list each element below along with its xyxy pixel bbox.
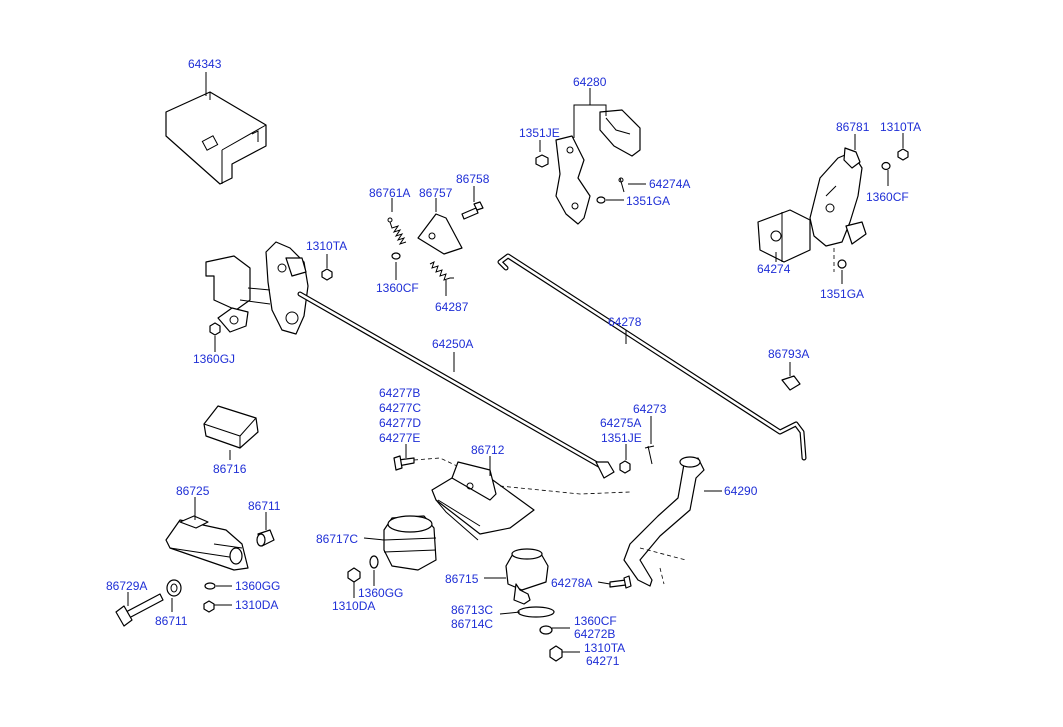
pin-64274a — [618, 177, 625, 193]
label-86793a[interactable]: 86793A — [768, 347, 809, 361]
label-64278[interactable]: 64278 — [608, 315, 642, 329]
label-64287[interactable]: 64287 — [435, 300, 469, 314]
bracket-86757 — [417, 213, 463, 255]
label-1351ga-top[interactable]: 1351GA — [626, 194, 670, 208]
nut-1351je-mid — [619, 460, 631, 474]
label-1351je-top[interactable]: 1351JE — [519, 126, 560, 140]
label-64290[interactable]: 64290 — [724, 484, 758, 498]
damper-86717c — [383, 515, 437, 571]
label-64271[interactable]: 64271 — [586, 654, 620, 668]
label-86761a[interactable]: 86761A — [369, 186, 410, 200]
bracket-86712 — [431, 461, 631, 541]
label-64277c[interactable]: 64277C — [379, 401, 421, 415]
label-1310ta-bottom[interactable]: 1310TA — [584, 641, 625, 655]
washer-1360gg-mid — [369, 555, 379, 569]
cover-64343 — [165, 91, 267, 185]
label-64250a[interactable]: 64250A — [432, 337, 473, 351]
bushing-86711-top — [256, 529, 275, 547]
rod-64278 — [497, 253, 807, 461]
label-1310ta-left[interactable]: 1310TA — [306, 239, 347, 253]
label-86711-bottom[interactable]: 86711 — [155, 614, 188, 628]
bushing-86793a — [781, 375, 801, 391]
label-64275a[interactable]: 64275A — [600, 416, 641, 430]
nut-1310ta-right — [897, 148, 909, 161]
washer-1360gg-left — [204, 582, 216, 590]
label-64277b[interactable]: 64277B — [379, 386, 420, 400]
label-86725[interactable]: 86725 — [176, 484, 210, 498]
label-86757[interactable]: 86757 — [419, 186, 453, 200]
label-1310da-left[interactable]: 1310DA — [235, 598, 278, 612]
bolt-64278a — [609, 575, 632, 589]
mount-86715 — [505, 548, 549, 605]
nut-1360gj — [209, 322, 221, 336]
plate-86713c — [517, 606, 555, 618]
nut-1351je-top — [535, 154, 549, 168]
nut-1310ta-left — [321, 268, 333, 281]
label-86716[interactable]: 86716 — [213, 462, 247, 476]
bolt-86729a — [115, 593, 164, 627]
label-64277d[interactable]: 64277D — [379, 416, 421, 430]
label-86717c[interactable]: 86717C — [316, 532, 358, 546]
washer-1351ga-right — [837, 259, 847, 269]
label-86714c[interactable]: 86714C — [451, 617, 493, 631]
label-1360cf-left[interactable]: 1360CF — [376, 281, 419, 295]
bolt-86758 — [461, 201, 484, 220]
leader-lines — [127, 72, 904, 653]
bracket-assembly-86781 — [757, 147, 867, 272]
label-64272b[interactable]: 64272B — [574, 627, 615, 641]
label-64274a[interactable]: 64274A — [649, 177, 690, 191]
label-86781[interactable]: 86781 — [836, 120, 870, 134]
label-86712[interactable]: 86712 — [471, 443, 505, 457]
nut-1310da-mid — [347, 567, 361, 583]
nut-1310da-left — [203, 600, 215, 613]
label-1360gg-left[interactable]: 1360GG — [235, 579, 280, 593]
washer-64272b — [539, 625, 553, 635]
washer-1351ga-top — [596, 196, 606, 204]
label-1360gg-mid[interactable]: 1360GG — [358, 586, 403, 600]
mount-86725 — [165, 515, 249, 571]
part-labels: 64343 64280 1351JE 64274A 1351GA 86781 1… — [106, 57, 921, 668]
label-86729a[interactable]: 86729A — [106, 579, 147, 593]
lever-64290 — [623, 456, 705, 587]
spring-86761a — [387, 217, 407, 245]
washer-1360cf-left — [391, 252, 401, 260]
label-64343[interactable]: 64343 — [188, 57, 222, 71]
label-86713c[interactable]: 86713C — [451, 603, 493, 617]
label-86758[interactable]: 86758 — [456, 172, 490, 186]
bushing-86711-bottom — [166, 579, 182, 597]
lever-assembly-64250a — [205, 241, 309, 335]
cushion-86716 — [203, 405, 259, 449]
bracket-64280 — [555, 109, 641, 225]
nut-64271 — [549, 645, 563, 662]
label-1360cf-right[interactable]: 1360CF — [866, 190, 909, 204]
label-64273[interactable]: 64273 — [633, 402, 667, 416]
label-64280[interactable]: 64280 — [573, 75, 607, 89]
label-1360cf-bottom[interactable]: 1360CF — [574, 614, 617, 628]
label-64278a[interactable]: 64278A — [551, 576, 592, 590]
label-1351ga-right[interactable]: 1351GA — [820, 287, 864, 301]
pin-64273 — [644, 445, 655, 465]
spring-64287 — [429, 261, 454, 281]
label-1360gj[interactable]: 1360GJ — [193, 352, 235, 366]
washer-1360cf-right — [881, 161, 891, 171]
label-1351je-mid[interactable]: 1351JE — [601, 431, 642, 445]
label-86711-top[interactable]: 86711 — [248, 499, 281, 513]
label-64274[interactable]: 64274 — [757, 262, 791, 276]
label-1310ta-right[interactable]: 1310TA — [880, 120, 921, 134]
label-64277e[interactable]: 64277E — [379, 431, 420, 445]
rod-64250a — [297, 291, 615, 479]
label-1310da-mid[interactable]: 1310DA — [332, 599, 375, 613]
label-86715[interactable]: 86715 — [445, 572, 479, 586]
